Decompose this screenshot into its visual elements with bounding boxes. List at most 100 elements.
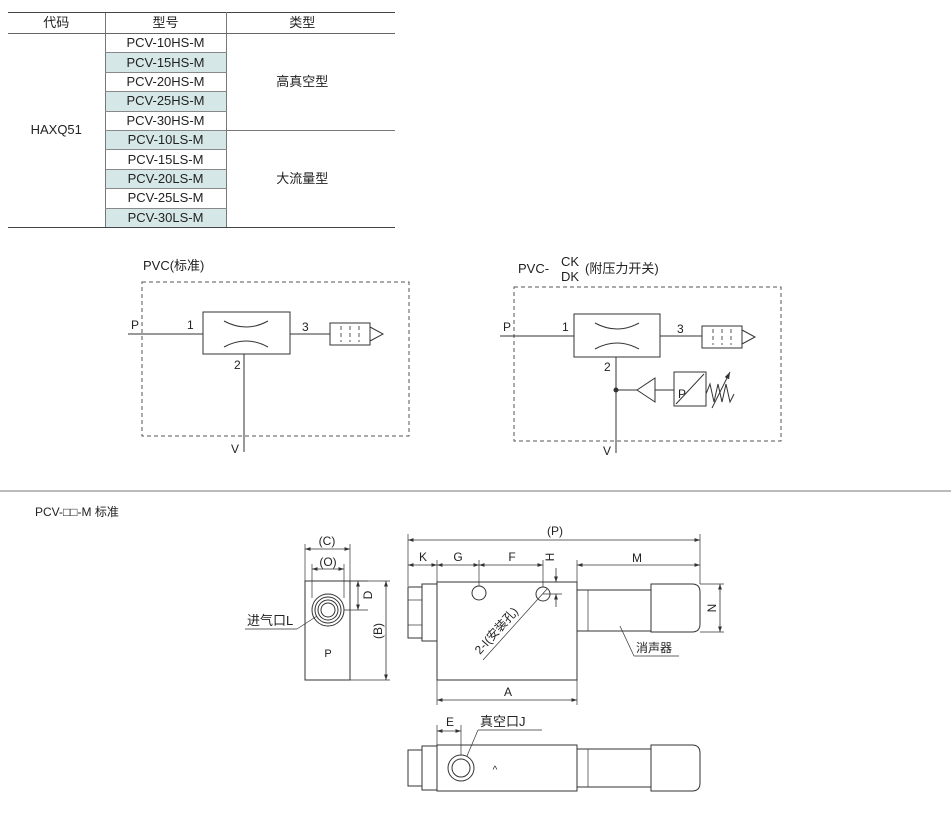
model-cell: PCV-15LS-M — [104, 149, 227, 170]
port-1-label: 1 — [562, 320, 569, 334]
port-p-label: P — [503, 320, 511, 334]
silencer-tip — [741, 329, 757, 345]
port-1-label: 1 — [187, 318, 194, 332]
header-model: 型号 — [104, 12, 227, 34]
inlet-leader-line — [296, 615, 318, 630]
silencer-label: 消声器 — [636, 641, 672, 655]
circuit-switch-title-suffix: (附压力开关) — [585, 261, 659, 276]
dim-a-label: A — [504, 685, 512, 699]
circuit-switch-title-prefix: PVC- — [518, 261, 549, 276]
type-cell-high-flow: 大流量型 — [226, 130, 395, 228]
circuit-pressure-switch: PVC- CK DK (附压力开关) P P 1 — [500, 254, 782, 458]
venturi-arc-top — [594, 322, 640, 330]
header-code: 代码 — [8, 12, 105, 34]
bottom-face-mark: ^ — [493, 765, 498, 776]
model-cell: PCV-15HS-M — [104, 52, 227, 73]
model-cell: PCV-20HS-M — [104, 72, 227, 93]
table-row: PCV-30LS-M — [8, 208, 395, 228]
dim-o-label: (O) — [319, 555, 336, 569]
table-row: PCV-10LS-M 大流量型 — [8, 130, 395, 228]
dim-m-label: M — [632, 551, 642, 565]
bottom-view: ^ E 真空口J — [407, 714, 701, 792]
table-row: PCV-20LS-M — [8, 169, 395, 190]
dim-c-label: (C) — [319, 534, 336, 548]
vacuum-port-inner — [451, 758, 471, 778]
inlet-port-bore — [320, 602, 336, 618]
port-3-label: 3 — [302, 320, 309, 334]
front-view-body — [436, 581, 578, 681]
bottom-view-body — [436, 744, 578, 792]
model-cell: PCV-20LS-M — [104, 169, 227, 190]
side-face-mark: P — [324, 648, 331, 660]
inlet-fitting-hex — [421, 583, 438, 642]
table-row: PCV-20HS-M — [8, 72, 395, 93]
circuit-switch-option-upper: CK — [561, 254, 579, 269]
port-v-label: V — [231, 442, 239, 456]
model-cell: PCV-10HS-M — [104, 33, 227, 54]
inlet-fitting-outer — [407, 586, 423, 639]
silencer-box — [329, 322, 371, 346]
model-table: 代码 型号 类型 HAXQ51 PCV-10HS-M 高真空型 PCV-15HS… — [8, 12, 395, 228]
silencer-tip — [369, 326, 385, 342]
switch-mark: P — [678, 387, 686, 401]
circuit-switch-option-lower: DK — [561, 269, 579, 284]
type-cell-high-vacuum: 高真空型 — [226, 33, 395, 131]
ejector-body — [573, 313, 661, 358]
side-view: P (C) (O) D (B) 进气口L — [245, 534, 390, 681]
model-cell: PCV-25HS-M — [104, 91, 227, 112]
venturi-arc-top — [223, 320, 269, 328]
dim-b-label: (B) — [371, 623, 385, 639]
silencer-end-cap — [650, 744, 701, 792]
inlet-port-ring — [314, 596, 342, 624]
silencer-symbol — [701, 325, 757, 349]
dim-e-label: E — [446, 715, 454, 729]
dim-f-label: F — [508, 550, 515, 564]
silencer-end-cap — [650, 583, 701, 633]
circuit-boundary — [513, 286, 782, 442]
vacuum-leader-line — [466, 729, 479, 757]
vacuum-port-label: 真空口J — [480, 714, 526, 729]
pressure-switch-symbol: P — [613, 371, 735, 409]
dim-p-label: (P) — [547, 524, 563, 538]
model-cell: PCV-25LS-M — [104, 188, 227, 209]
inlet-port-label: 进气口L — [247, 613, 293, 628]
ejector-body — [202, 311, 291, 355]
switch-diagonal — [675, 373, 705, 405]
header-type: 类型 — [226, 12, 395, 34]
circuit-standard-title: PVC(标准) — [143, 258, 204, 273]
silencer-body — [576, 748, 652, 788]
circuit-boundary — [141, 281, 410, 437]
table-row: PCV-30HS-M — [8, 111, 395, 131]
port-p-label: P — [131, 318, 139, 332]
table-row: PCV-15LS-M — [8, 149, 395, 170]
table-row: PCV-15HS-M — [8, 52, 395, 73]
table-header-row: 代码 型号 类型 — [8, 12, 395, 34]
silencer-symbol — [329, 322, 385, 346]
inlet-fitting-hex — [421, 745, 438, 791]
switch-box — [673, 371, 707, 407]
model-cell: PCV-30LS-M — [104, 208, 227, 228]
front-view: (P) K G F H M N A 2-I(安装孔) — [407, 524, 724, 705]
table-row: PCV-25LS-M — [8, 188, 395, 209]
table-row: HAXQ51 PCV-10HS-M 高真空型 — [8, 33, 395, 228]
dim-k-label: K — [419, 550, 427, 564]
port-2-label: 2 — [234, 358, 241, 372]
mount-hole-leader — [482, 588, 548, 661]
silencer-box — [701, 325, 743, 349]
switch-input-triangle — [636, 377, 656, 403]
dim-n-label: N — [705, 604, 719, 613]
inlet-port-ring — [317, 599, 339, 621]
port-2-label: 2 — [604, 360, 611, 374]
port-3-label: 3 — [677, 322, 684, 336]
model-cell: PCV-10LS-M — [104, 130, 227, 151]
circuit-standard: PVC(标准) P 1 3 2 V — [128, 258, 410, 456]
model-cell: PCV-30HS-M — [104, 111, 227, 131]
venturi-arc-bottom — [594, 342, 640, 350]
table-row: PCV-25HS-M — [8, 91, 395, 112]
venturi-arc-bottom — [223, 340, 269, 348]
dim-g-label: G — [453, 550, 462, 564]
dim-d-label: D — [361, 590, 375, 599]
code-cell: HAXQ51 — [8, 33, 105, 228]
silencer-leader — [619, 625, 635, 657]
inlet-fitting-outer — [407, 749, 423, 787]
